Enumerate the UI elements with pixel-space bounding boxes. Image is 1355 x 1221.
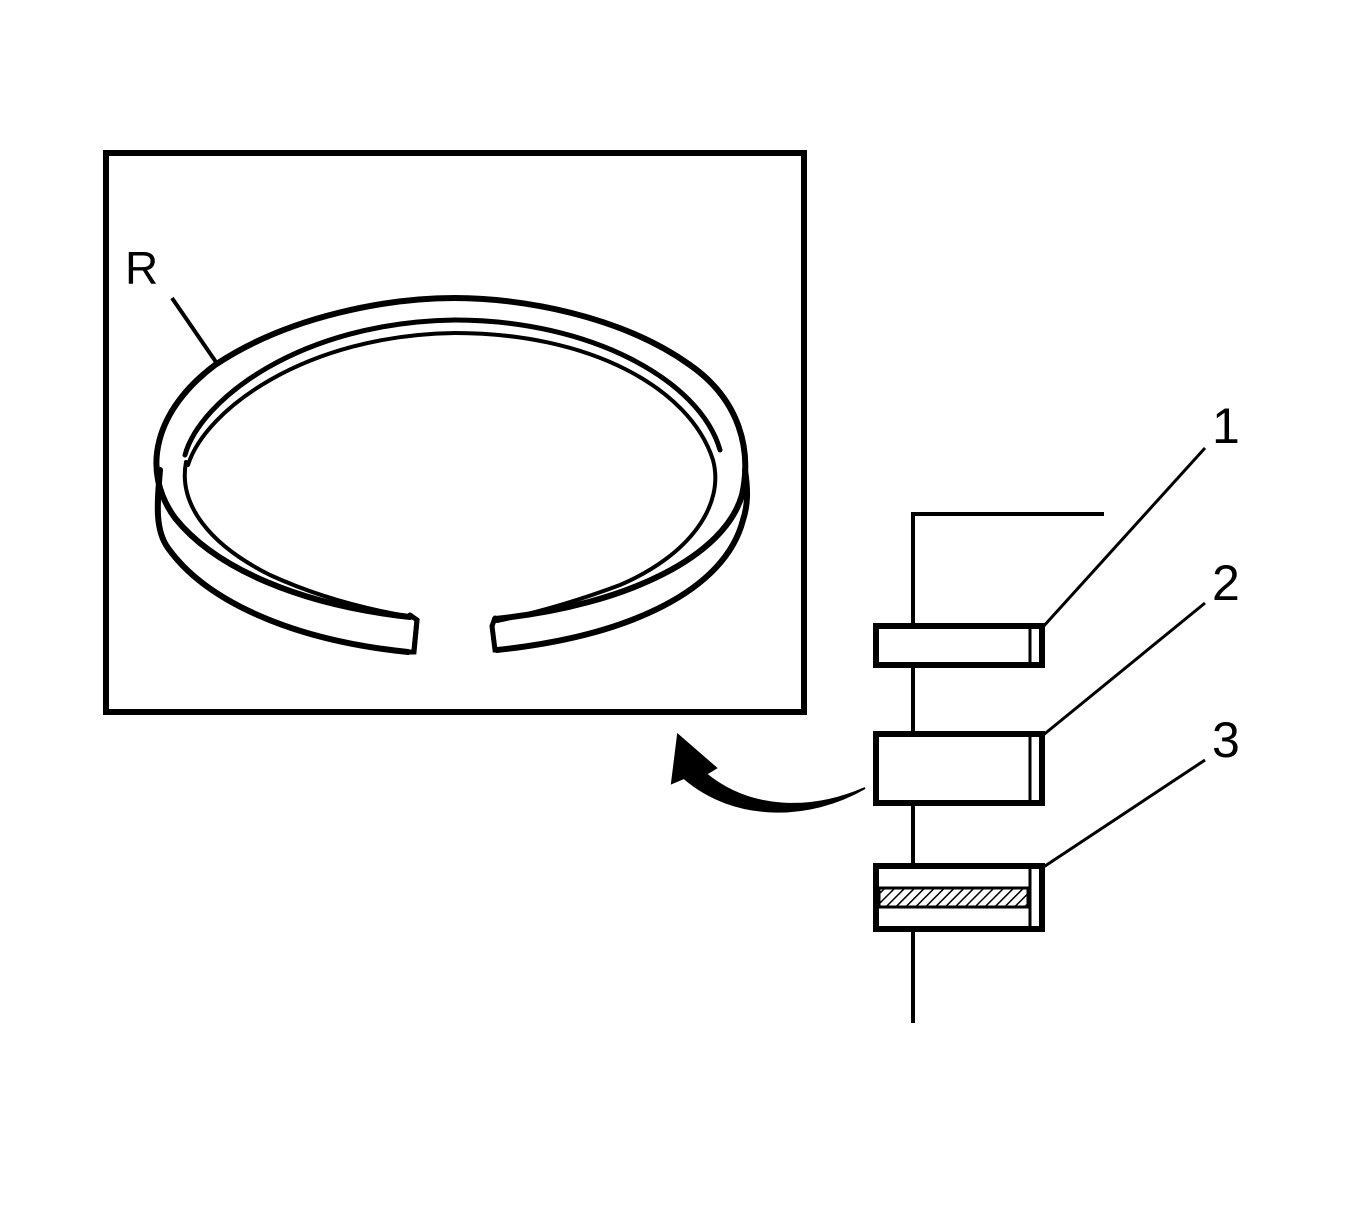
ring-inner-edge [186, 330, 718, 623]
callout-1-label: 1 [1212, 398, 1240, 454]
callout-3-leader [1041, 758, 1206, 870]
piston-outline-top [911, 512, 1104, 1023]
detail-inset-frame [103, 150, 807, 715]
ring-outer-edge [153, 294, 749, 622]
ring-label: R [125, 242, 158, 294]
ring-end-left-face [411, 617, 420, 653]
callout-2-label: 2 [1212, 555, 1240, 611]
ring-inner-edge-left [182, 460, 414, 619]
ring-2-section [873, 731, 1045, 806]
ring-label-leader [170, 296, 220, 367]
callout-1-leader [1040, 446, 1207, 630]
ring-lower-edge-right [494, 467, 751, 653]
piston-section [873, 512, 1104, 1023]
curved-arrow [670, 733, 866, 813]
ring-1-section [873, 623, 1045, 668]
ring-lower-edge [154, 467, 411, 655]
piston-ring-illustration [153, 294, 751, 655]
callout-2-leader [1041, 601, 1206, 738]
callout-3-label: 3 [1212, 712, 1240, 768]
ring-3-hatched-expander [877, 886, 1030, 909]
ring-inner-top-edge [182, 317, 723, 458]
ring-end-right [489, 615, 502, 653]
